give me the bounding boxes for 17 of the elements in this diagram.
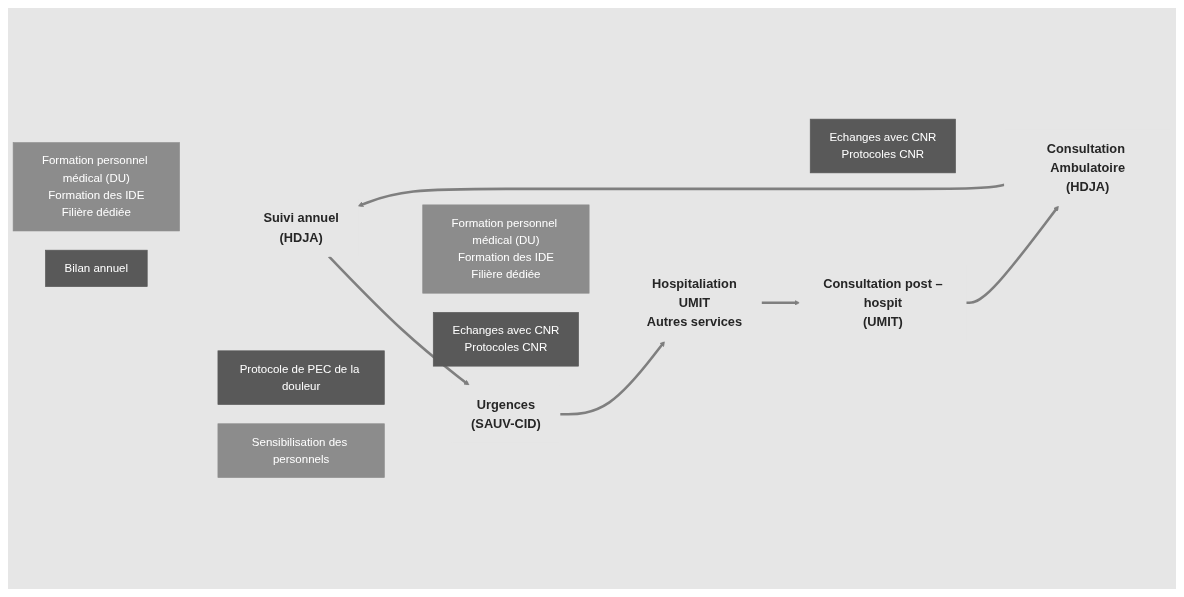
node-box: Echanges avec CNR Protocoles CNR (809, 118, 956, 174)
node-text: Hospitaliation UMIT Autres services (646, 276, 743, 330)
arrow (357, 183, 1005, 208)
node-text: Consultation post –hospit (UMIT) (823, 276, 943, 330)
arrow (761, 300, 800, 306)
node-box: Formation personnel médical (DU) Formation des IDE Filière dédiée (422, 204, 590, 294)
arrow (966, 205, 1059, 305)
arrow (559, 341, 665, 416)
node-box: Protocole de PEC de la douleur (217, 350, 385, 406)
node-box: Formation personnel médical (DU) Formation des IDE Filière dédiée (12, 142, 180, 232)
node-box: Sensibilisation des personnels (217, 423, 385, 478)
node-text: Suivi annuel (HDJA) (263, 211, 339, 245)
node-text: Consultation Ambulatoire (HDJA) (1046, 141, 1126, 194)
node-text: Urgences (SAUV-CID) (471, 397, 541, 431)
node-box: Echanges avec CNR Protocoles CNR (432, 312, 579, 367)
arrow (327, 255, 470, 386)
node-box: Bilan annuel (45, 250, 148, 288)
